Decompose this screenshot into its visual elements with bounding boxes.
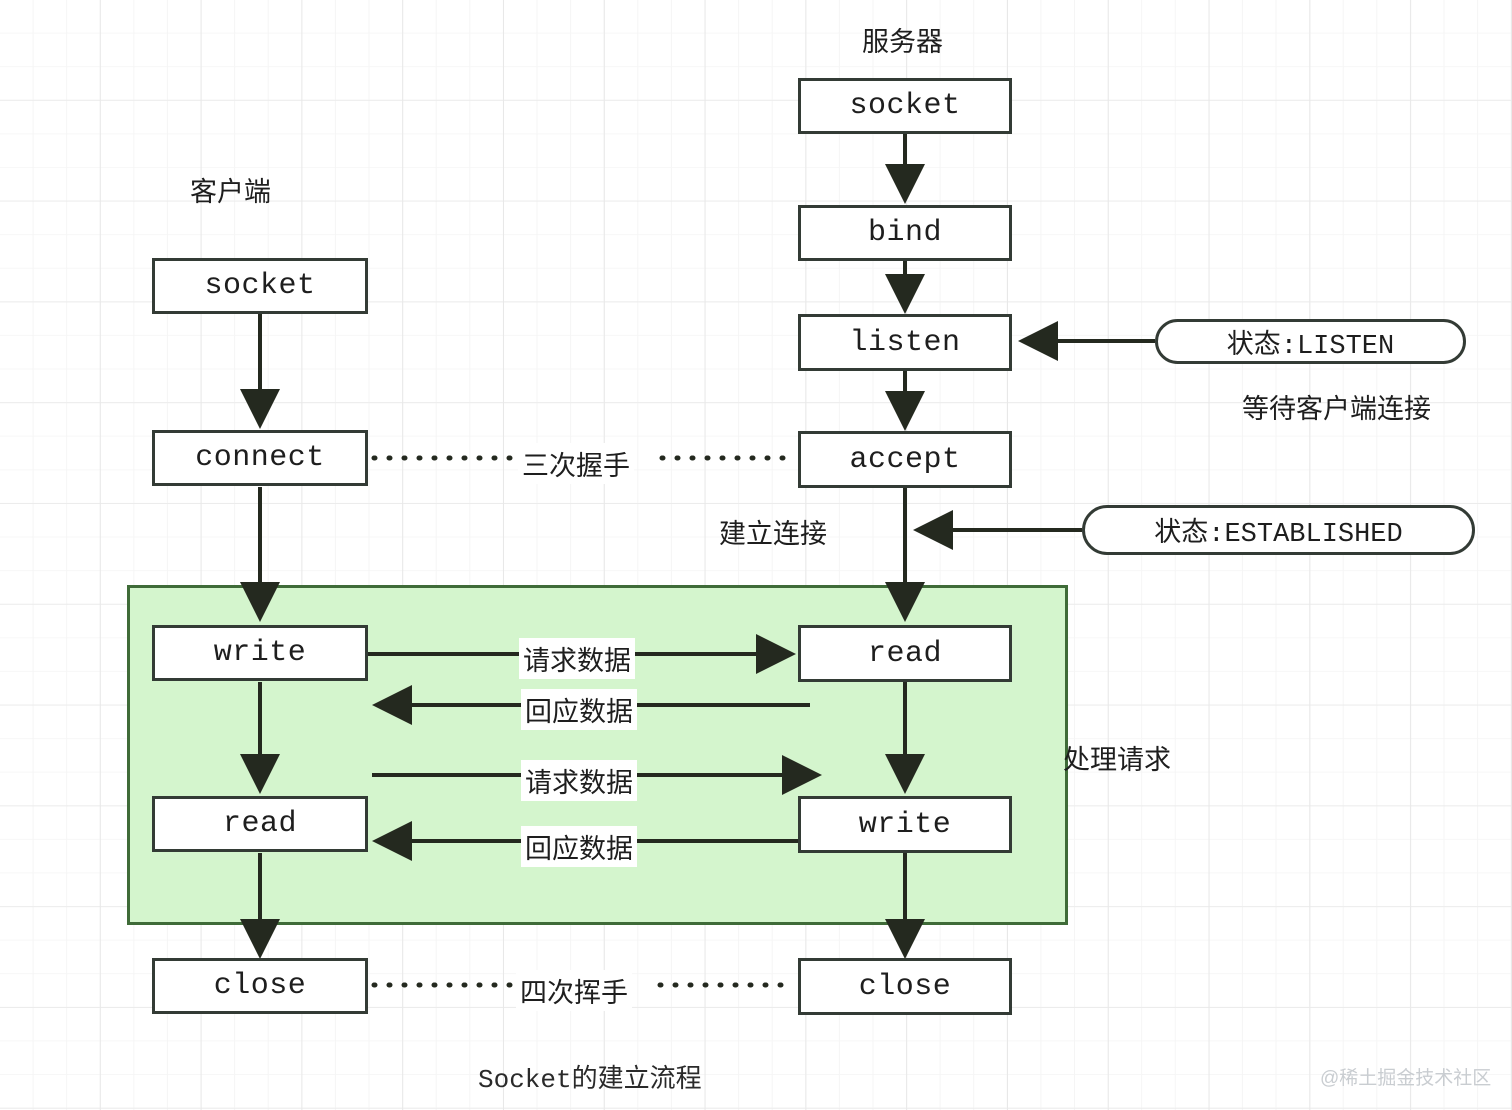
client-column-title: 客户端 (190, 177, 271, 207)
label-response-data-2: 回应数据 (521, 826, 637, 867)
label-response-data-1: 回应数据 (521, 689, 637, 730)
server-box-write[interactable]: write (798, 796, 1012, 853)
client-box-connect[interactable]: connect (152, 430, 368, 486)
server-box-listen[interactable]: listen (798, 314, 1012, 371)
label-request-data-1: 请求数据 (519, 638, 635, 679)
server-column-title: 服务器 (862, 27, 943, 57)
client-box-read[interactable]: read (152, 796, 368, 852)
server-box-read[interactable]: read (798, 625, 1012, 682)
server-box-close[interactable]: close (798, 958, 1012, 1015)
label-wait-for-client: 等待客户端连接 (1242, 394, 1431, 424)
client-box-close[interactable]: close (152, 958, 368, 1014)
label-request-data-2: 请求数据 (521, 760, 637, 801)
label-three-way-handshake: 三次握手 (518, 443, 634, 484)
diagram-caption: Socket的建立流程 (478, 1065, 702, 1095)
label-four-way-teardown: 四次挥手 (516, 970, 632, 1011)
server-box-accept[interactable]: accept (798, 431, 1012, 488)
watermark: @稀土掘金技术社区 (1320, 1068, 1492, 1089)
label-handle-request: 处理请求 (1063, 745, 1171, 775)
server-box-bind[interactable]: bind (798, 205, 1012, 261)
client-box-write[interactable]: write (152, 625, 368, 681)
state-pill-established[interactable]: 状态:ESTABLISHED (1082, 505, 1475, 555)
server-box-socket[interactable]: socket (798, 78, 1012, 134)
client-box-socket[interactable]: socket (152, 258, 368, 314)
state-pill-listen[interactable]: 状态:LISTEN (1155, 319, 1466, 364)
label-establish-connection: 建立连接 (719, 519, 827, 549)
